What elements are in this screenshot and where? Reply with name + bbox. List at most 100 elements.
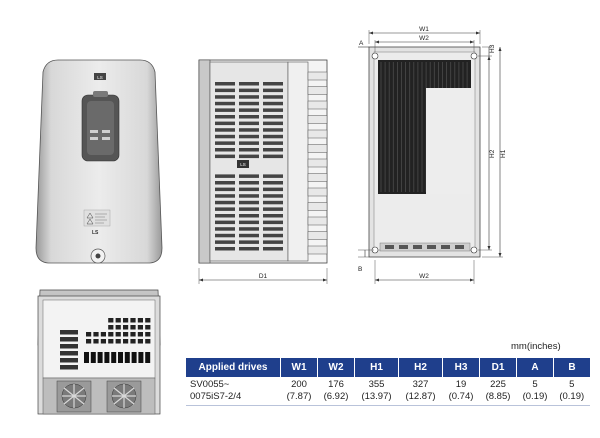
h2-cell: 327(12.87): [398, 377, 443, 406]
terminal: [130, 332, 136, 337]
w1-label: W1: [419, 26, 429, 33]
fin: [307, 115, 328, 124]
terminal: [60, 337, 78, 342]
terminal: [60, 344, 78, 349]
col-applied-drives: Applied drives: [186, 358, 281, 377]
mount-hole-top-right: [470, 52, 478, 60]
vent-slot: [215, 148, 235, 152]
vent-slot: [239, 134, 259, 139]
rear-view: W1 W2 A H3 H2 H1 B W2: [358, 26, 507, 284]
h3-mm: 19: [455, 379, 467, 390]
vent-slot: [239, 240, 259, 244]
vent-slot: [215, 108, 235, 112]
vent-slot: [239, 95, 259, 99]
heatsink-fins: [307, 71, 328, 255]
front-view: LS LS: [35, 59, 163, 264]
fin: [307, 86, 328, 95]
fin: [307, 129, 328, 139]
vent-slot: [215, 115, 235, 119]
vent-slot: [239, 115, 259, 119]
vent-slot: [263, 187, 283, 192]
vent-slot: [215, 200, 235, 205]
vent-slot: [239, 247, 259, 251]
col-a: A: [516, 358, 554, 377]
fin: [307, 173, 328, 182]
w1-mm: 200: [291, 379, 307, 390]
model-cell: SV0055~ 0075iS7-2/4: [186, 377, 281, 406]
terminal: [60, 365, 78, 370]
bottom-slot: [399, 245, 408, 249]
power-terminal: [118, 352, 123, 363]
bottom-slot: [427, 245, 436, 249]
vent-slot: [239, 121, 259, 126]
fin: [307, 100, 328, 110]
vent-slot: [239, 181, 259, 185]
front-logo: LS: [97, 75, 103, 80]
vent-slot: [215, 154, 235, 159]
fin: [307, 245, 328, 255]
fin: [307, 231, 328, 240]
dimensions-table: Applied drives W1 W2 H1 H2 H3 D1 A B SV0…: [186, 358, 590, 406]
terminal: [145, 339, 151, 344]
vent-slot: [239, 174, 259, 178]
bottom-slot: [385, 245, 394, 249]
fin: [307, 202, 328, 211]
b-cell: 5(0.19): [553, 377, 590, 406]
vent-slot: [215, 82, 235, 86]
vent-slot: [263, 247, 283, 251]
col-w1: W1: [280, 358, 318, 377]
vent-slot: [215, 101, 235, 106]
vent-slot: [215, 88, 235, 93]
w2-bottom-label: W2: [419, 273, 429, 280]
vent-slot: [239, 214, 259, 218]
warning-label: [83, 209, 111, 227]
w2-mm: 176: [328, 379, 344, 390]
terminal: [130, 318, 136, 323]
vent-slot: [263, 233, 283, 238]
a-mm: 5: [532, 379, 538, 390]
vent-slot: [239, 200, 259, 205]
cooling-fan-right: [106, 380, 142, 413]
vent-slot: [215, 247, 235, 251]
h1-label: H1: [500, 149, 507, 158]
h3-label: H3: [489, 44, 496, 53]
vent-slot: [215, 121, 235, 126]
h1-cell: 355(13.97): [354, 377, 399, 406]
vent-slot: [263, 194, 283, 198]
w2-cell: 176(6.92): [317, 377, 355, 406]
vent-slot: [215, 141, 235, 145]
vent-slot: [263, 148, 283, 152]
col-w2: W2: [317, 358, 355, 377]
terminal: [123, 332, 129, 337]
terminal: [93, 332, 99, 337]
terminal: [100, 332, 106, 337]
vent-slot: [239, 154, 259, 159]
table-header-row: Applied drives W1 W2 H1 H2 H3 D1 A B: [186, 358, 590, 377]
power-terminal: [97, 352, 103, 363]
col-h1: H1: [354, 358, 399, 377]
terminal: [130, 339, 136, 344]
vent-slot: [215, 207, 235, 211]
power-terminal: [145, 352, 151, 363]
col-h2: H2: [398, 358, 443, 377]
h2-in: (12.87): [405, 391, 436, 402]
bottom-slot: [413, 245, 422, 249]
terminal: [115, 339, 121, 344]
terminal: [115, 332, 121, 337]
side-cover-badge-plate: [237, 160, 249, 168]
terminal: [137, 332, 143, 337]
col-b: B: [553, 358, 590, 377]
terminal: [145, 325, 151, 330]
terminal-block: [60, 318, 151, 370]
terminal: [123, 318, 129, 323]
terminal: [115, 318, 121, 323]
terminal: [100, 339, 106, 344]
table-row: SV0055~ 0075iS7-2/4 200(7.87) 176(6.92) …: [186, 377, 590, 406]
vent-slot: [263, 181, 283, 185]
power-terminal: [104, 352, 110, 363]
vent-slot: [263, 220, 283, 225]
vent-slot: [215, 194, 235, 198]
a-cell: 5(0.19): [516, 377, 554, 406]
vent-slot: [239, 207, 259, 211]
bottom-slot: [441, 245, 450, 249]
